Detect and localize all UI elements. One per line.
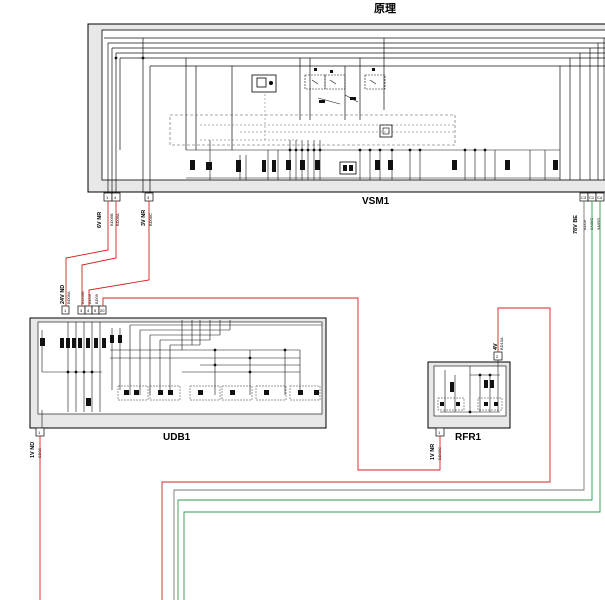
rfr1-connector-bottom: 1 1V NR BD09C [430, 427, 445, 460]
external-wires [39, 201, 601, 600]
udb1-top-pin5: 20 [100, 308, 105, 313]
vsm1-relay-group [304, 74, 386, 105]
rfr1-top-code: BD10A [499, 337, 504, 350]
vsm1-sensor-block [251, 74, 277, 93]
udb1-top-pin2: 3 [80, 308, 83, 313]
rfr1-connector-top: 2 4V BD10A [493, 337, 504, 361]
wire-red-vsm-udb-2 [81, 201, 117, 306]
vsm1-right-pin1: C3 [581, 195, 587, 200]
wire-red-vsm-udb-1 [65, 201, 109, 306]
vsm1-mid-pin: 3 [147, 195, 150, 200]
udb1-connector-bottom: 1 1V ND BD09 [30, 427, 45, 458]
vsm1-left-code2: BD09A [115, 213, 120, 226]
udb1-top-code3: BD09 [87, 293, 92, 304]
vsm1-ecu-chip-icon [379, 124, 393, 138]
udb1-top-voltage-label: 24V ND [60, 285, 66, 304]
udb1-top-pin3: 4 [87, 308, 90, 313]
rfr1-top-voltage-label: 4V [493, 343, 499, 350]
vsm1-inner-box [101, 29, 605, 181]
vsm1-right-voltage-label: 78V BE [573, 215, 579, 234]
wire-red-udb-rfr [102, 297, 441, 471]
vsm1-junction-dots [114, 56, 487, 152]
wire-green-2 [183, 201, 601, 600]
vsm1-left-code1: BD09B [109, 213, 114, 226]
wire-green-1 [177, 201, 593, 600]
vsm1-left-voltage-label: 6V NR [97, 212, 103, 228]
udb1-top-code1: BD09A [66, 291, 71, 304]
vsm1-left-pin1: 1 [106, 195, 109, 200]
udb1-top-code2: BD09B [80, 291, 85, 304]
vsm1-relay-marks [314, 68, 375, 103]
page-title: 原理 [374, 2, 396, 15]
vsm1-mid-voltage-label: 3V NR [141, 210, 147, 226]
udb1-top-pin4: 5 [94, 308, 97, 313]
vsm1-connector-left: 1 4 6V NR BD09B BD09A [97, 192, 121, 228]
udb1-inner-box [37, 321, 323, 415]
rfr1-bottom-voltage-label: 1V NR [430, 444, 436, 460]
vsm1-right-pin3: C4 [597, 195, 603, 200]
vsm1-control-lines [200, 90, 455, 141]
udb1-module: UDB1 [29, 317, 327, 443]
vsm1-right-code3: 9A09D [596, 218, 601, 230]
udb1-wiring [41, 320, 322, 428]
vsm1-left-pin2: 4 [114, 195, 117, 200]
vsm1-right-code1: BD09 [582, 219, 587, 230]
rfr1-components [440, 380, 498, 406]
wire-red-vsm-udb-3 [88, 201, 150, 306]
udb1-bottom-voltage-label: 1V ND [30, 442, 36, 458]
rfr1-junction-dots [468, 373, 492, 414]
vsm1-sensor-dot [269, 81, 273, 85]
rfr1-bottom-code: BD09C [437, 447, 442, 460]
vsm1-right-pin2: C1 [589, 195, 595, 200]
udb1-junction-dots [66, 348, 287, 374]
udb1-relay-boxes [117, 385, 321, 401]
rfr1-top-pin: 2 [496, 354, 499, 359]
udb1-top-code4: BD09 [94, 293, 99, 304]
vsm1-ecu-chip-core [382, 127, 390, 135]
vsm1-dashed-region [169, 114, 456, 146]
wire-gray-vsm-right [173, 201, 585, 600]
vsm1-right-code2: 9A09C [589, 218, 594, 230]
vsm1-connector-right: C3 C1 C4 78V BE BD09 9A09C 9A09D [573, 192, 605, 234]
udb1-label: UDB1 [163, 432, 191, 443]
rfr1-module: RFR1 [427, 360, 511, 443]
vsm1-component-row [186, 140, 560, 180]
vsm1-sensor-icon [256, 77, 267, 88]
udb1-connector-top: 1 3 4 5 20 24V ND BD09A BD09B BD09 BD09 [60, 285, 107, 315]
udb1-top-pin1: 1 [64, 308, 67, 313]
udb1-components [40, 335, 319, 406]
vsm1-label: VSM1 [362, 196, 390, 207]
wire-red-rfr-loop [161, 307, 551, 600]
udb1-bottom-code: BD09 [37, 447, 42, 458]
vsm1-mid-code: BD09C [148, 213, 153, 226]
rfr1-relay-boxes [437, 397, 503, 411]
udb1-bottom-pin: 1 [38, 430, 41, 435]
vsm1-module: VSM1 [87, 23, 605, 207]
vsm1-connector-mid: 3 3V NR BD09C [141, 192, 154, 226]
vsm1-component-blocks [190, 160, 558, 175]
rfr1-bottom-pin: 1 [438, 430, 441, 435]
rfr1-label: RFR1 [455, 432, 482, 443]
